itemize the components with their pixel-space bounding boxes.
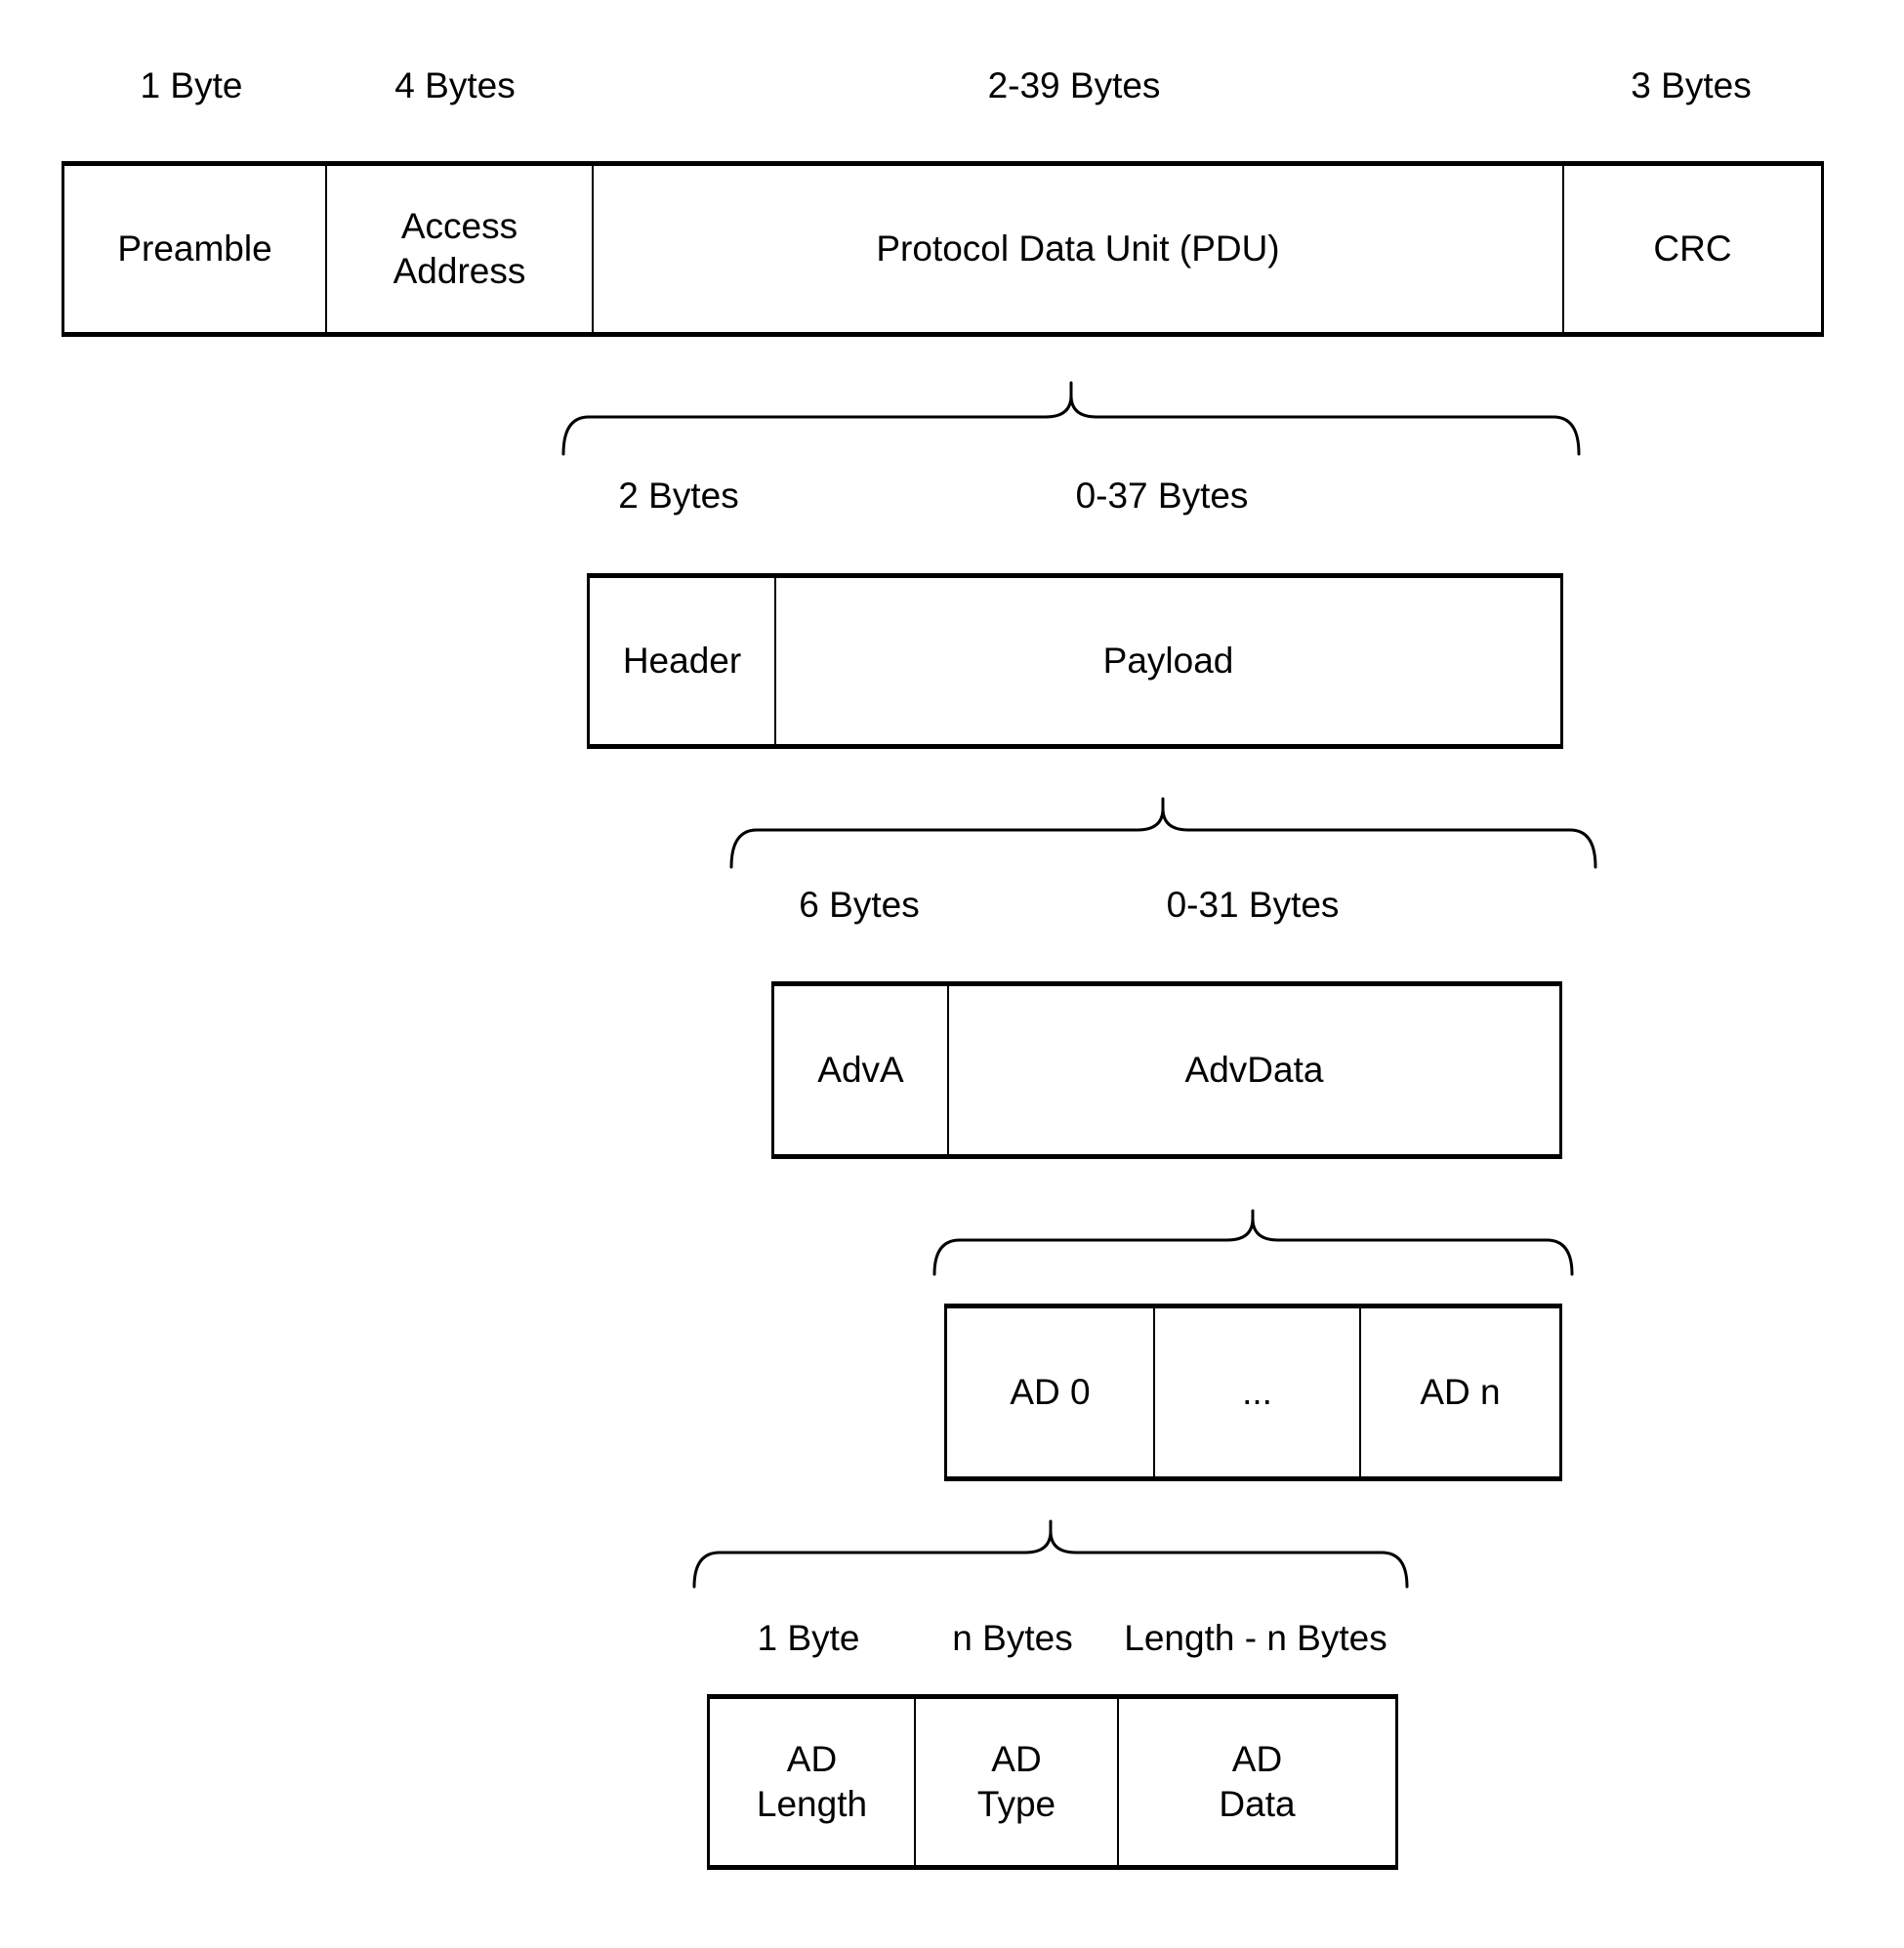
- advdata-cell-ellipsis: ...: [1153, 1308, 1359, 1476]
- brace-advdata-expansion: [932, 1209, 1574, 1276]
- advdata-row: AD 0 ... AD n: [944, 1304, 1562, 1481]
- packet-cell-access-address: Access Address: [325, 166, 592, 332]
- advdata-cell-ad0: AD 0: [1010, 1371, 1091, 1412]
- size-label-ad-type: n Bytes: [952, 1617, 1073, 1658]
- ad-cell-length: AD Length: [756, 1738, 868, 1824]
- advdata-cell-adn: AD n: [1359, 1308, 1559, 1476]
- size-label-ad-length: 1 Byte: [757, 1617, 860, 1658]
- packet-cell-preamble: Preamble: [117, 228, 272, 269]
- size-label-crc: 3 Bytes: [1631, 64, 1752, 105]
- packet-cell-crc: CRC: [1562, 166, 1821, 332]
- brace-payload-expansion: [729, 797, 1597, 869]
- brace-ad0-expansion: [692, 1519, 1409, 1589]
- size-label-ad-data: Length - n Bytes: [1124, 1617, 1387, 1658]
- packet-row: Preamble Access Address Protocol Data Un…: [62, 161, 1824, 337]
- size-label-access-address: 4 Bytes: [394, 64, 516, 105]
- payload-cell-advdata: AdvData: [947, 986, 1559, 1154]
- ad-cell-type: AD Type: [914, 1699, 1117, 1865]
- pdu-cell-payload: Payload: [774, 578, 1560, 744]
- brace-pdu-expansion: [561, 381, 1581, 456]
- size-label-advdata: 0-31 Bytes: [1166, 884, 1340, 925]
- size-label-preamble: 1 Byte: [140, 64, 243, 105]
- size-label-payload: 0-37 Bytes: [1075, 475, 1249, 516]
- ad-cell-data: AD Data: [1117, 1699, 1395, 1865]
- pdu-cell-header: Header: [622, 640, 742, 681]
- payload-row: AdvA AdvData: [771, 981, 1562, 1159]
- size-label-adva: 6 Bytes: [799, 884, 920, 925]
- size-label-header: 2 Bytes: [618, 475, 739, 516]
- size-label-pdu: 2-39 Bytes: [987, 64, 1161, 105]
- ad-structure-row: AD Length AD Type AD Data: [707, 1694, 1398, 1870]
- packet-cell-pdu: Protocol Data Unit (PDU): [592, 166, 1562, 332]
- pdu-row: Header Payload: [587, 573, 1563, 749]
- payload-cell-adva: AdvA: [817, 1049, 904, 1090]
